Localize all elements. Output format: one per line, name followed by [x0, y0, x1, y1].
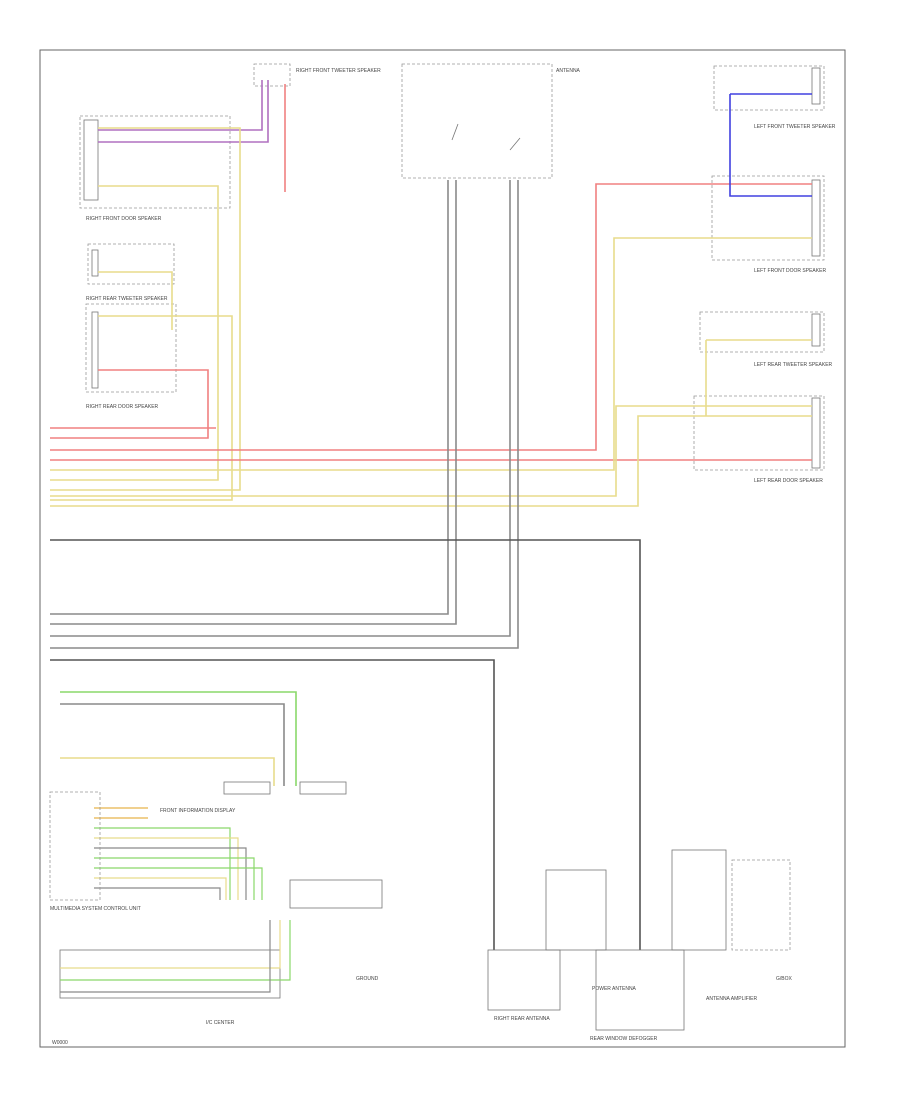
- right-front-tweeter-group: RIGHT FRONT DOOR SPEAKER: [79, 115, 231, 222]
- glove-box-outline: [731, 859, 791, 951]
- left-front-door-speaker: [811, 179, 821, 257]
- wire-yellow-bus-lr-2: [50, 415, 812, 507]
- rear-window-defogger-label: REAR WINDOW DEFOGGER: [590, 1036, 658, 1042]
- right-rear-door-speaker: [91, 311, 99, 389]
- wire-red-bus-lf: [50, 183, 812, 451]
- wire-grey-antenna-3: [50, 180, 511, 637]
- mcu-wire-8: [94, 877, 227, 900]
- antenna-label: ANTENNA: [556, 68, 581, 74]
- wire-grey-lower-1: [60, 703, 285, 786]
- mcu-wires: [94, 807, 263, 900]
- diagram-frame: [39, 49, 846, 1048]
- left-rear-tweeter-speaker: [811, 313, 821, 347]
- connector-c2: [299, 781, 347, 795]
- left-front-tweeter-speaker: [811, 67, 821, 105]
- mcu-wire-7: [94, 867, 263, 900]
- antenna-switch-2: [509, 137, 521, 151]
- right-rear-tweeter-label: RIGHT REAR TWEETER SPEAKER: [86, 296, 168, 302]
- front-info-display-label: FRONT INFORMATION DISPLAY: [160, 808, 236, 814]
- right-rear-tweeter-group: RIGHT REAR TWEETER SPEAKER: [86, 243, 175, 302]
- right-rear-door-group: RIGHT REAR DOOR SPEAKER: [85, 303, 177, 410]
- left-rear-tweeter-box: [699, 311, 825, 353]
- wire-yellow-rf-door-1: [50, 127, 241, 491]
- footer-code: W0000: [52, 1040, 68, 1046]
- right-rear-door-speaker-label: RIGHT REAR DOOR SPEAKER: [86, 404, 159, 410]
- right-rear-tweeter-speaker: [91, 249, 99, 277]
- left-rear-tweeter-group: LEFT REAR TWEETER SPEAKER: [699, 311, 833, 368]
- mcu-wire-3: [94, 827, 231, 900]
- wire-yellow-bus-lf: [50, 237, 812, 471]
- wire-yellow-rr-tweeter: [98, 271, 173, 330]
- left-rear-door-speaker-label: LEFT REAR DOOR SPEAKER: [754, 478, 823, 484]
- wire-blue-lf-tweeter-2: [729, 94, 812, 197]
- left-rear-door-group: LEFT REAR DOOR SPEAKER: [693, 395, 825, 484]
- left-front-tweeter-label: LEFT FRONT TWEETER SPEAKER: [754, 124, 836, 130]
- wire-grey-antenna-2: [50, 180, 457, 625]
- wire-green-1: [60, 691, 297, 786]
- mcu-wire-9: [94, 887, 221, 900]
- power-antenna-box: [545, 869, 607, 951]
- antenna-amplifier-label: ANTENNA AMPLIFIER: [706, 996, 758, 1002]
- right-front-tweeter-top-box: [253, 63, 291, 87]
- left-front-door-group: LEFT FRONT DOOR SPEAKER: [711, 175, 826, 274]
- wire-grey-antenna-4: [50, 180, 519, 649]
- wire-yellow-lower-1: [60, 757, 275, 786]
- right-front-tweeter-connector: [83, 119, 99, 201]
- right-front-door-speaker-label: RIGHT FRONT DOOR SPEAKER: [86, 216, 162, 222]
- antenna-box: [401, 63, 553, 179]
- ground-label: GROUND: [356, 976, 379, 982]
- defogger-box: [595, 949, 685, 1031]
- left-front-door-box: [711, 175, 825, 261]
- right-rear-antenna-label: RIGHT REAR ANTENNA: [494, 1016, 550, 1022]
- bottom-wire-yellow: [60, 920, 281, 969]
- mcu-wire-6: [94, 857, 255, 900]
- wire-yellow-bus-lr-1: [50, 405, 812, 497]
- left-front-door-speaker-label: LEFT FRONT DOOR SPEAKER: [754, 268, 826, 274]
- left-rear-door-speaker: [811, 397, 821, 469]
- left-rear-door-box: [693, 395, 825, 471]
- right-rear-antenna-box: [487, 949, 561, 1011]
- bottom-wire-grey: [60, 920, 271, 993]
- left-front-tweeter-box: [713, 65, 825, 111]
- wire-violet-rf-tweeter: [98, 80, 263, 131]
- right-front-tweeter-label: RIGHT FRONT TWEETER SPEAKER: [296, 68, 381, 74]
- left-front-tweeter-group: LEFT FRONT TWEETER SPEAKER: [713, 65, 836, 130]
- mcu-label: MULTIMEDIA SYSTEM CONTROL UNIT: [50, 906, 141, 912]
- mcu-wire-4: [94, 837, 239, 900]
- bottom-band-wires: [60, 920, 291, 993]
- wire-yellow-rr-door: [50, 315, 233, 501]
- wire-grey-antenna-1: [50, 180, 449, 615]
- right-front-tweeter-box: [79, 115, 231, 209]
- antenna-group: ANTENNA: [401, 63, 581, 179]
- antenna-switch-1: [451, 123, 459, 141]
- wire-violet-rf-tweeter-2: [98, 80, 269, 143]
- connector-c3: [289, 879, 383, 909]
- glove-box-label: G/BOX: [776, 976, 793, 982]
- wire-yellow-rf-door-2: [50, 185, 219, 481]
- right-rear-door-box: [85, 303, 177, 393]
- connector-c1: [223, 781, 271, 795]
- wire-black-bus-1: [50, 539, 641, 950]
- lower-section: MULTIMEDIA SYSTEM CONTROL UNIT FRONT INF…: [49, 781, 793, 1042]
- power-antenna-label: POWER ANTENNA: [592, 986, 637, 992]
- right-rear-tweeter-box: [87, 243, 175, 285]
- right-front-tweeter-top: RIGHT FRONT TWEETER SPEAKER: [253, 63, 381, 87]
- bottom-connector-band: [59, 949, 281, 999]
- i-c-center-label: I/C CENTER: [206, 1020, 235, 1026]
- mcu-wire-5: [94, 847, 247, 900]
- wire-black-bus-2: [50, 659, 495, 950]
- wire-group: [50, 80, 812, 950]
- left-rear-tweeter-label: LEFT REAR TWEETER SPEAKER: [754, 362, 833, 368]
- wire-red-rr-door: [50, 369, 209, 439]
- mcu-box: [49, 791, 101, 901]
- antenna-amplifier-box: [671, 849, 727, 951]
- bottom-wire-green: [60, 920, 291, 981]
